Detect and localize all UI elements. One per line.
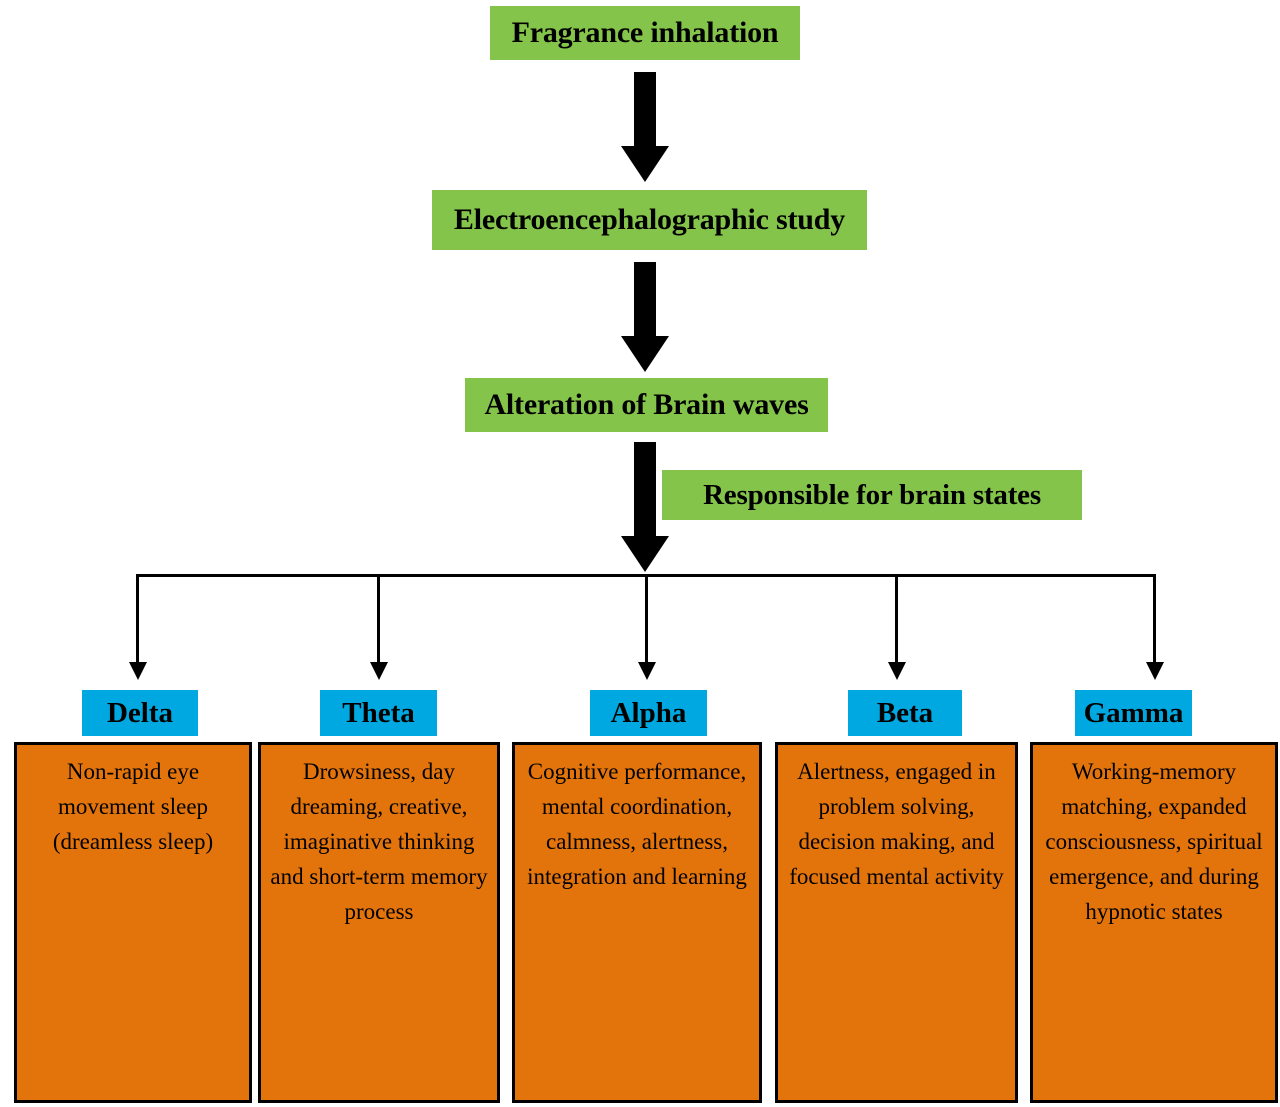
- connector-arrowhead-beta: [887, 662, 906, 680]
- wave-label-text-delta: Delta: [106, 696, 174, 729]
- wave-label-text-alpha: Alpha: [610, 696, 687, 729]
- wave-label-theta: Theta: [320, 690, 437, 736]
- wave-label-gamma: Gamma: [1075, 690, 1192, 736]
- process-label-fragrance-inhalation: Fragrance inhalation: [511, 16, 779, 49]
- arrow-shaft: [634, 442, 656, 540]
- wave-description-alpha: Cognitive performance, mental coordinati…: [512, 742, 762, 1103]
- connector-drop-delta: [136, 574, 139, 664]
- process-box-fragrance-inhalation: Fragrance inhalation: [490, 6, 800, 60]
- connector-arrowhead-alpha: [637, 662, 656, 680]
- arrow-head: [621, 536, 669, 572]
- wave-label-alpha: Alpha: [590, 690, 707, 736]
- wave-description-text-beta: Alertness, engaged in problem solving, d…: [789, 759, 1004, 889]
- wave-label-text-gamma: Gamma: [1083, 696, 1184, 729]
- connector-arrowhead-delta: [128, 662, 147, 680]
- arrow-head: [621, 146, 669, 182]
- wave-description-text-alpha: Cognitive performance, mental coordinati…: [527, 759, 747, 889]
- block-arrow-eeg-to-alteration: [621, 262, 669, 372]
- arrow-head: [621, 336, 669, 372]
- connector-arrowhead-theta: [369, 662, 388, 680]
- wave-label-beta: Beta: [848, 690, 962, 736]
- connector-drop-alpha: [645, 574, 648, 664]
- connector-drop-beta: [895, 574, 898, 664]
- connector-drop-gamma: [1153, 574, 1156, 664]
- wave-description-text-delta: Non-rapid eye movement sleep (dreamless …: [52, 759, 214, 854]
- wave-description-beta: Alertness, engaged in problem solving, d…: [775, 742, 1018, 1103]
- arrow-shaft: [634, 72, 656, 150]
- wave-label-text-beta: Beta: [876, 696, 934, 729]
- wave-description-gamma: Working-memory matching, expanded consci…: [1030, 742, 1278, 1103]
- connector-drop-theta: [377, 574, 380, 664]
- block-arrow-alteration-to-waves: [621, 442, 669, 572]
- wave-label-text-theta: Theta: [342, 696, 415, 729]
- process-label-responsible-brain-states: Responsible for brain states: [703, 478, 1041, 511]
- wave-description-text-theta: Drowsiness, day dreaming, creative, imag…: [270, 759, 488, 924]
- process-box-eeg-study: Electroencephalographic study: [432, 190, 867, 250]
- process-label-alteration-brain-waves: Alteration of Brain waves: [484, 388, 809, 421]
- connector-arrowhead-gamma: [1145, 662, 1164, 680]
- wave-description-theta: Drowsiness, day dreaming, creative, imag…: [258, 742, 500, 1103]
- process-box-responsible-brain-states: Responsible for brain states: [662, 470, 1082, 520]
- wave-description-text-gamma: Working-memory matching, expanded consci…: [1045, 759, 1263, 924]
- wave-label-delta: Delta: [82, 690, 198, 736]
- block-arrow-inhalation-to-eeg: [621, 72, 669, 182]
- wave-description-delta: Non-rapid eye movement sleep (dreamless …: [14, 742, 252, 1103]
- process-box-alteration-brain-waves: Alteration of Brain waves: [465, 378, 828, 432]
- process-label-eeg-study: Electroencephalographic study: [453, 203, 846, 236]
- arrow-shaft: [634, 262, 656, 340]
